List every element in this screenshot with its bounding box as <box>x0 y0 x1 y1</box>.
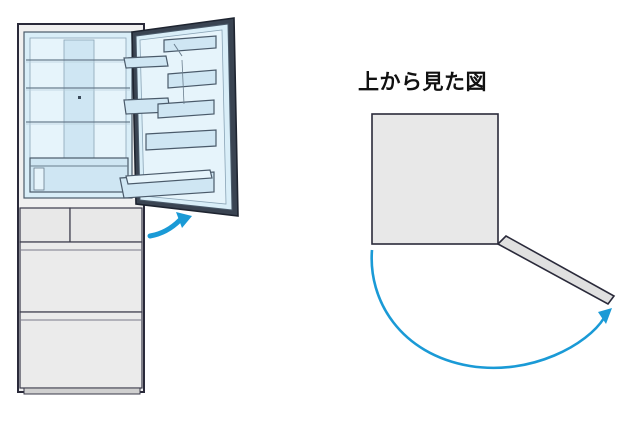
interior-small-mark <box>78 96 81 99</box>
curved-arrow-head <box>176 212 192 228</box>
curved-arrow-icon <box>147 217 183 239</box>
arc-arrow-head <box>598 308 612 324</box>
chilled-case <box>29 157 129 193</box>
top-view <box>370 113 616 370</box>
refrigerator <box>17 17 239 395</box>
door-pockets <box>119 35 217 199</box>
bottom-drawer <box>19 311 143 389</box>
upper-drawer-left <box>19 207 71 243</box>
top-view-cabinet <box>371 113 499 245</box>
interior-center-column <box>63 39 95 161</box>
middle-drawer <box>19 241 143 313</box>
interior-shelves <box>26 59 130 125</box>
open-door <box>119 17 239 217</box>
arc-arrow-icon <box>370 249 606 370</box>
upper-drawer-right <box>69 207 143 243</box>
top-view-caption: 上から見た図 <box>358 70 487 94</box>
top-view-door <box>496 235 616 306</box>
fridge-base <box>23 387 141 395</box>
